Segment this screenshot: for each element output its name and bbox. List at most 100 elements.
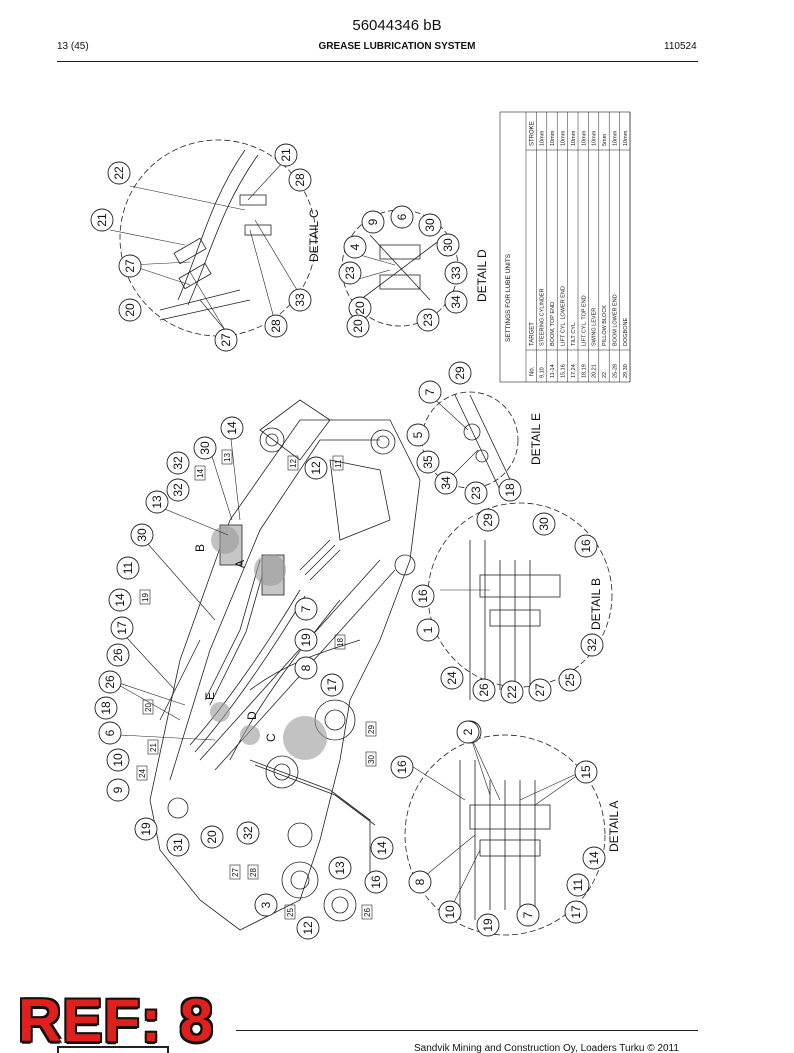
callout-15: 15 — [574, 760, 598, 784]
table-cell-target: SWING LEVER — [592, 308, 598, 346]
callout-32: 32 — [166, 451, 190, 475]
svg-text:20: 20 — [123, 303, 137, 317]
svg-text:3: 3 — [259, 901, 273, 908]
callout-6: 6 — [98, 721, 122, 745]
svg-text:7: 7 — [299, 605, 313, 612]
svg-text:21: 21 — [149, 743, 158, 752]
svg-text:16: 16 — [579, 539, 593, 553]
svg-text:30: 30 — [367, 755, 376, 764]
callout-14: 14 — [370, 836, 394, 860]
svg-text:27: 27 — [231, 868, 240, 877]
callout-20: 20 — [200, 825, 224, 849]
svg-text:16: 16 — [369, 875, 383, 889]
table-cell-no: 20,21 — [592, 364, 598, 378]
view-marker-b: B — [193, 544, 207, 552]
svg-text:17: 17 — [115, 621, 129, 635]
svg-text:18: 18 — [99, 701, 113, 715]
svg-text:19: 19 — [139, 822, 153, 836]
svg-text:20: 20 — [351, 319, 365, 333]
callout-8: 8 — [294, 656, 318, 680]
callout-23: 23 — [338, 261, 362, 285]
callout-6: 6 — [390, 205, 414, 229]
svg-text:10: 10 — [443, 905, 457, 919]
svg-text:29: 29 — [367, 725, 376, 734]
callout-26: 26 — [106, 643, 130, 667]
svg-text:28: 28 — [293, 173, 307, 187]
callout-22: 22 — [107, 161, 131, 185]
table-cell-target: LIFT CYL. TOP END — [581, 295, 587, 346]
svg-text:8: 8 — [413, 878, 427, 885]
callout-27: 27 — [118, 254, 142, 278]
table-header-stroke: STROKE — [529, 121, 535, 146]
svg-text:34: 34 — [439, 476, 453, 490]
callout-29: 29 — [476, 508, 500, 532]
svg-text:19: 19 — [141, 593, 150, 602]
callout-35: 35 — [416, 450, 440, 474]
svg-text:32: 32 — [171, 456, 185, 470]
svg-text:22: 22 — [112, 166, 126, 180]
detail-b-circle — [427, 502, 613, 688]
svg-text:12: 12 — [301, 921, 315, 935]
svg-text:30: 30 — [441, 238, 455, 252]
table-cell-target: TILT CYL. — [571, 321, 577, 346]
page-indicator: 13 (45) — [57, 41, 89, 52]
svg-text:14: 14 — [225, 421, 239, 435]
callout-5: 5 — [406, 423, 430, 447]
svg-text:4: 4 — [348, 243, 362, 250]
callout-29: 29 — [448, 361, 472, 385]
callout-18: 18 — [94, 696, 118, 720]
callout-28: 28 — [288, 168, 312, 192]
svg-text:25: 25 — [563, 673, 577, 687]
svg-text:23: 23 — [421, 313, 435, 327]
table-cell-no: 15,16 — [560, 364, 566, 378]
svg-text:14: 14 — [587, 851, 601, 865]
svg-text:26: 26 — [477, 683, 491, 697]
svg-text:10: 10 — [111, 753, 125, 767]
callout-13: 13 — [328, 856, 352, 880]
svg-text:5: 5 — [411, 431, 425, 438]
callout-28: 28 — [264, 314, 288, 338]
svg-text:2: 2 — [461, 728, 475, 735]
callout-22: 22 — [500, 680, 524, 704]
callout-20: 20 — [346, 314, 370, 338]
callout-21: 21 — [274, 143, 298, 167]
callout-21: 21 — [90, 208, 114, 232]
callout-19: 19 — [294, 628, 318, 652]
callout-10: 10 — [438, 900, 462, 924]
callout-20: 20 — [118, 298, 142, 322]
svg-text:14: 14 — [375, 841, 389, 855]
lubrication-drawing: DETAIL C DETAIL D DETAIL E DETAIL B DETA… — [90, 111, 631, 940]
callout-27: 27 — [528, 678, 552, 702]
detail-b-label: DETAIL B — [589, 578, 603, 630]
callout-7: 7 — [418, 380, 442, 404]
callout-16: 16 — [364, 870, 388, 894]
callout-20: 20 — [348, 296, 372, 320]
svg-text:25: 25 — [286, 908, 295, 917]
callout-4: 4 — [343, 235, 367, 259]
svg-text:24: 24 — [138, 769, 147, 778]
callout-33: 33 — [444, 261, 468, 285]
loader-outline — [149, 419, 421, 931]
svg-text:30: 30 — [537, 517, 551, 531]
svg-text:23: 23 — [469, 486, 483, 500]
svg-text:21: 21 — [279, 148, 293, 162]
svg-text:19: 19 — [299, 633, 313, 647]
svg-text:13: 13 — [333, 861, 347, 875]
table-cell-stroke: 10mm — [592, 130, 598, 146]
table-cell-stroke: 5mm — [602, 133, 608, 146]
callout-17: 17 — [320, 673, 344, 697]
callout-23: 23 — [416, 308, 440, 332]
table-cell-target: BOOM LOWER END — [612, 294, 618, 346]
detail-e-label: DETAIL E — [529, 413, 543, 465]
callout-11: 11 — [566, 873, 590, 897]
table-cell-target: STEERING CYLINDER — [540, 289, 546, 346]
header-rule — [57, 61, 698, 62]
table-header-target: TARGET — [529, 322, 535, 346]
svg-text:29: 29 — [453, 366, 467, 380]
table-cell-stroke: 10mm — [571, 130, 577, 146]
callout-12: 12 — [296, 916, 320, 940]
svg-text:24: 24 — [445, 671, 459, 685]
svg-text:18: 18 — [503, 483, 517, 497]
svg-text:1: 1 — [421, 626, 435, 633]
svg-text:20: 20 — [205, 830, 219, 844]
